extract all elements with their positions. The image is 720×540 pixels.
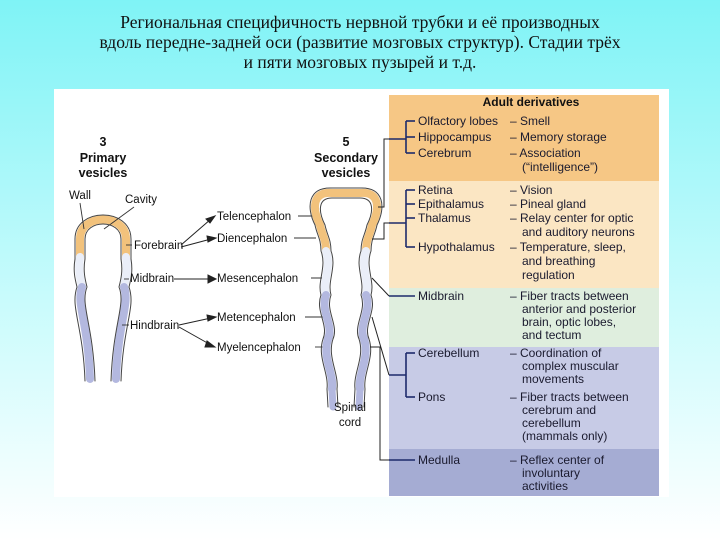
- derivative-brackets: [389, 120, 415, 461]
- function-coordination: – Coordination of: [510, 346, 602, 360]
- primary-label-leaders: [79, 202, 135, 326]
- band-myelencephalon: [389, 449, 659, 496]
- label-myelencephalon: Myelencephalon: [217, 342, 301, 354]
- structure-epithalamus: Epithalamus: [418, 197, 484, 211]
- slide-title-line: Региональная специфичность нервной трубк…: [120, 12, 600, 32]
- structure-hippocampus: Hippocampus: [418, 130, 491, 144]
- tube-to-table-connectors: [370, 138, 390, 461]
- function-temperature: – Temperature, sleep,: [510, 240, 626, 254]
- function-fiber-tracts-line3: brain, optic lobes,: [522, 315, 616, 329]
- function-fiber-tracts: – Fiber tracts between: [510, 289, 629, 303]
- function-association: – Association: [510, 146, 581, 160]
- function-fiber-tracts-line4: and tectum: [522, 328, 581, 342]
- slide-title-line: вдоль передне-задней оси (развитие мозго…: [99, 32, 621, 52]
- function-reflex-center: – Reflex center of: [510, 453, 605, 467]
- function-smell: – Smell: [510, 114, 550, 128]
- mesencephalon-wall: [321, 247, 371, 299]
- label-metencephalon: Metencephalon: [217, 312, 296, 324]
- function-pineal-gland: – Pineal gland: [510, 197, 586, 211]
- function-pons-tracts-line2: cerebrum and: [522, 403, 596, 417]
- function-relay-center-line2: and auditory neurons: [522, 225, 635, 239]
- label-forebrain: Forebrain: [134, 240, 183, 252]
- telencephalon-wall: [311, 188, 381, 229]
- adult-derivatives-header: Adult derivatives: [483, 95, 580, 109]
- slide-title-line: и пяти мозговых пузырей и т.д.: [243, 52, 477, 72]
- band-telencephalon: [389, 95, 659, 181]
- function-coordination-line2: complex muscular: [522, 359, 619, 373]
- function-coordination-line3: movements: [522, 372, 584, 386]
- primary-tube-outline: [73, 214, 133, 382]
- function-relay-center: – Relay center for optic: [510, 211, 633, 225]
- function-reflex-center-line2: involuntary: [522, 466, 580, 480]
- slide-title: Региональная специфичность нервной трубк…: [20, 12, 700, 72]
- label-hindbrain: Hindbrain: [130, 320, 179, 332]
- secondary-neural-tube: [309, 187, 383, 411]
- function-association-line2: (“intelligence”): [522, 160, 598, 174]
- primary-count: 3: [100, 135, 107, 149]
- structure-retina: Retina: [418, 183, 453, 197]
- spinal-cord-wall: [328, 385, 364, 411]
- myelencephalon-wall: [322, 335, 370, 393]
- brain-vesicles-figure: Adult derivatives Olfactory lobes – Smel…: [54, 89, 669, 497]
- structure-pons: Pons: [418, 390, 445, 404]
- label-telencephalon: Telencephalon: [217, 211, 291, 223]
- primary-label: Primary: [80, 151, 127, 165]
- primary-forebrain-wall: [76, 215, 130, 261]
- function-temperature-line2: and breathing: [522, 254, 595, 268]
- primary-neural-tube: [73, 214, 133, 383]
- label-cavity: Cavity: [125, 194, 157, 206]
- band-mesencephalon: [389, 288, 659, 347]
- function-fiber-tracts-line2: anterior and posterior: [522, 302, 636, 316]
- structure-olfactory-lobes: Olfactory lobes: [418, 114, 498, 128]
- band-metencephalon: [389, 347, 659, 449]
- label-diencephalon: Diencephalon: [217, 233, 287, 245]
- secondary-vesicles-heading: 5 Secondary vesicles: [314, 135, 378, 180]
- adult-derivatives-table: Adult derivatives Olfactory lobes – Smel…: [389, 95, 659, 496]
- structure-thalamus: Thalamus: [418, 211, 471, 225]
- structure-midbrain: Midbrain: [418, 289, 464, 303]
- function-pons-tracts: – Fiber tracts between: [510, 390, 629, 404]
- structure-cerebrum: Cerebrum: [418, 146, 471, 160]
- secondary-label: Secondary: [314, 151, 378, 165]
- structure-hypothalamus: Hypothalamus: [418, 240, 495, 254]
- primary-label-line2: vesicles: [79, 166, 128, 180]
- function-vision: – Vision: [510, 183, 552, 197]
- function-temperature-line3: regulation: [522, 268, 575, 282]
- label-wall: Wall: [69, 190, 91, 202]
- primary-vesicles-heading: 3 Primary vesicles: [79, 135, 128, 180]
- structure-medulla: Medulla: [418, 453, 460, 467]
- primary-hindbrain-wall: [76, 283, 130, 383]
- diencephalon-wall: [316, 221, 376, 255]
- label-spinal-cord-line2: cord: [339, 417, 361, 429]
- band-diencephalon: [389, 181, 659, 288]
- function-pons-tracts-line3: cerebellum: [522, 416, 581, 430]
- secondary-tube-outline: [309, 187, 383, 408]
- label-spinal-cord: Spinal: [334, 402, 366, 414]
- secondary-label-line2: vesicles: [322, 166, 371, 180]
- label-mesencephalon: Mesencephalon: [217, 273, 298, 285]
- development-arrows: [174, 215, 218, 348]
- metencephalon-wall: [320, 291, 372, 343]
- label-midbrain: Midbrain: [130, 273, 174, 285]
- secondary-count: 5: [343, 135, 350, 149]
- function-pons-tracts-line4: (mammals only): [522, 429, 607, 443]
- figure-svg: Adult derivatives Olfactory lobes – Smel…: [69, 95, 659, 496]
- structure-cerebellum: Cerebellum: [418, 346, 479, 360]
- function-reflex-center-line3: activities: [522, 479, 568, 493]
- function-memory-storage: – Memory storage: [510, 130, 607, 144]
